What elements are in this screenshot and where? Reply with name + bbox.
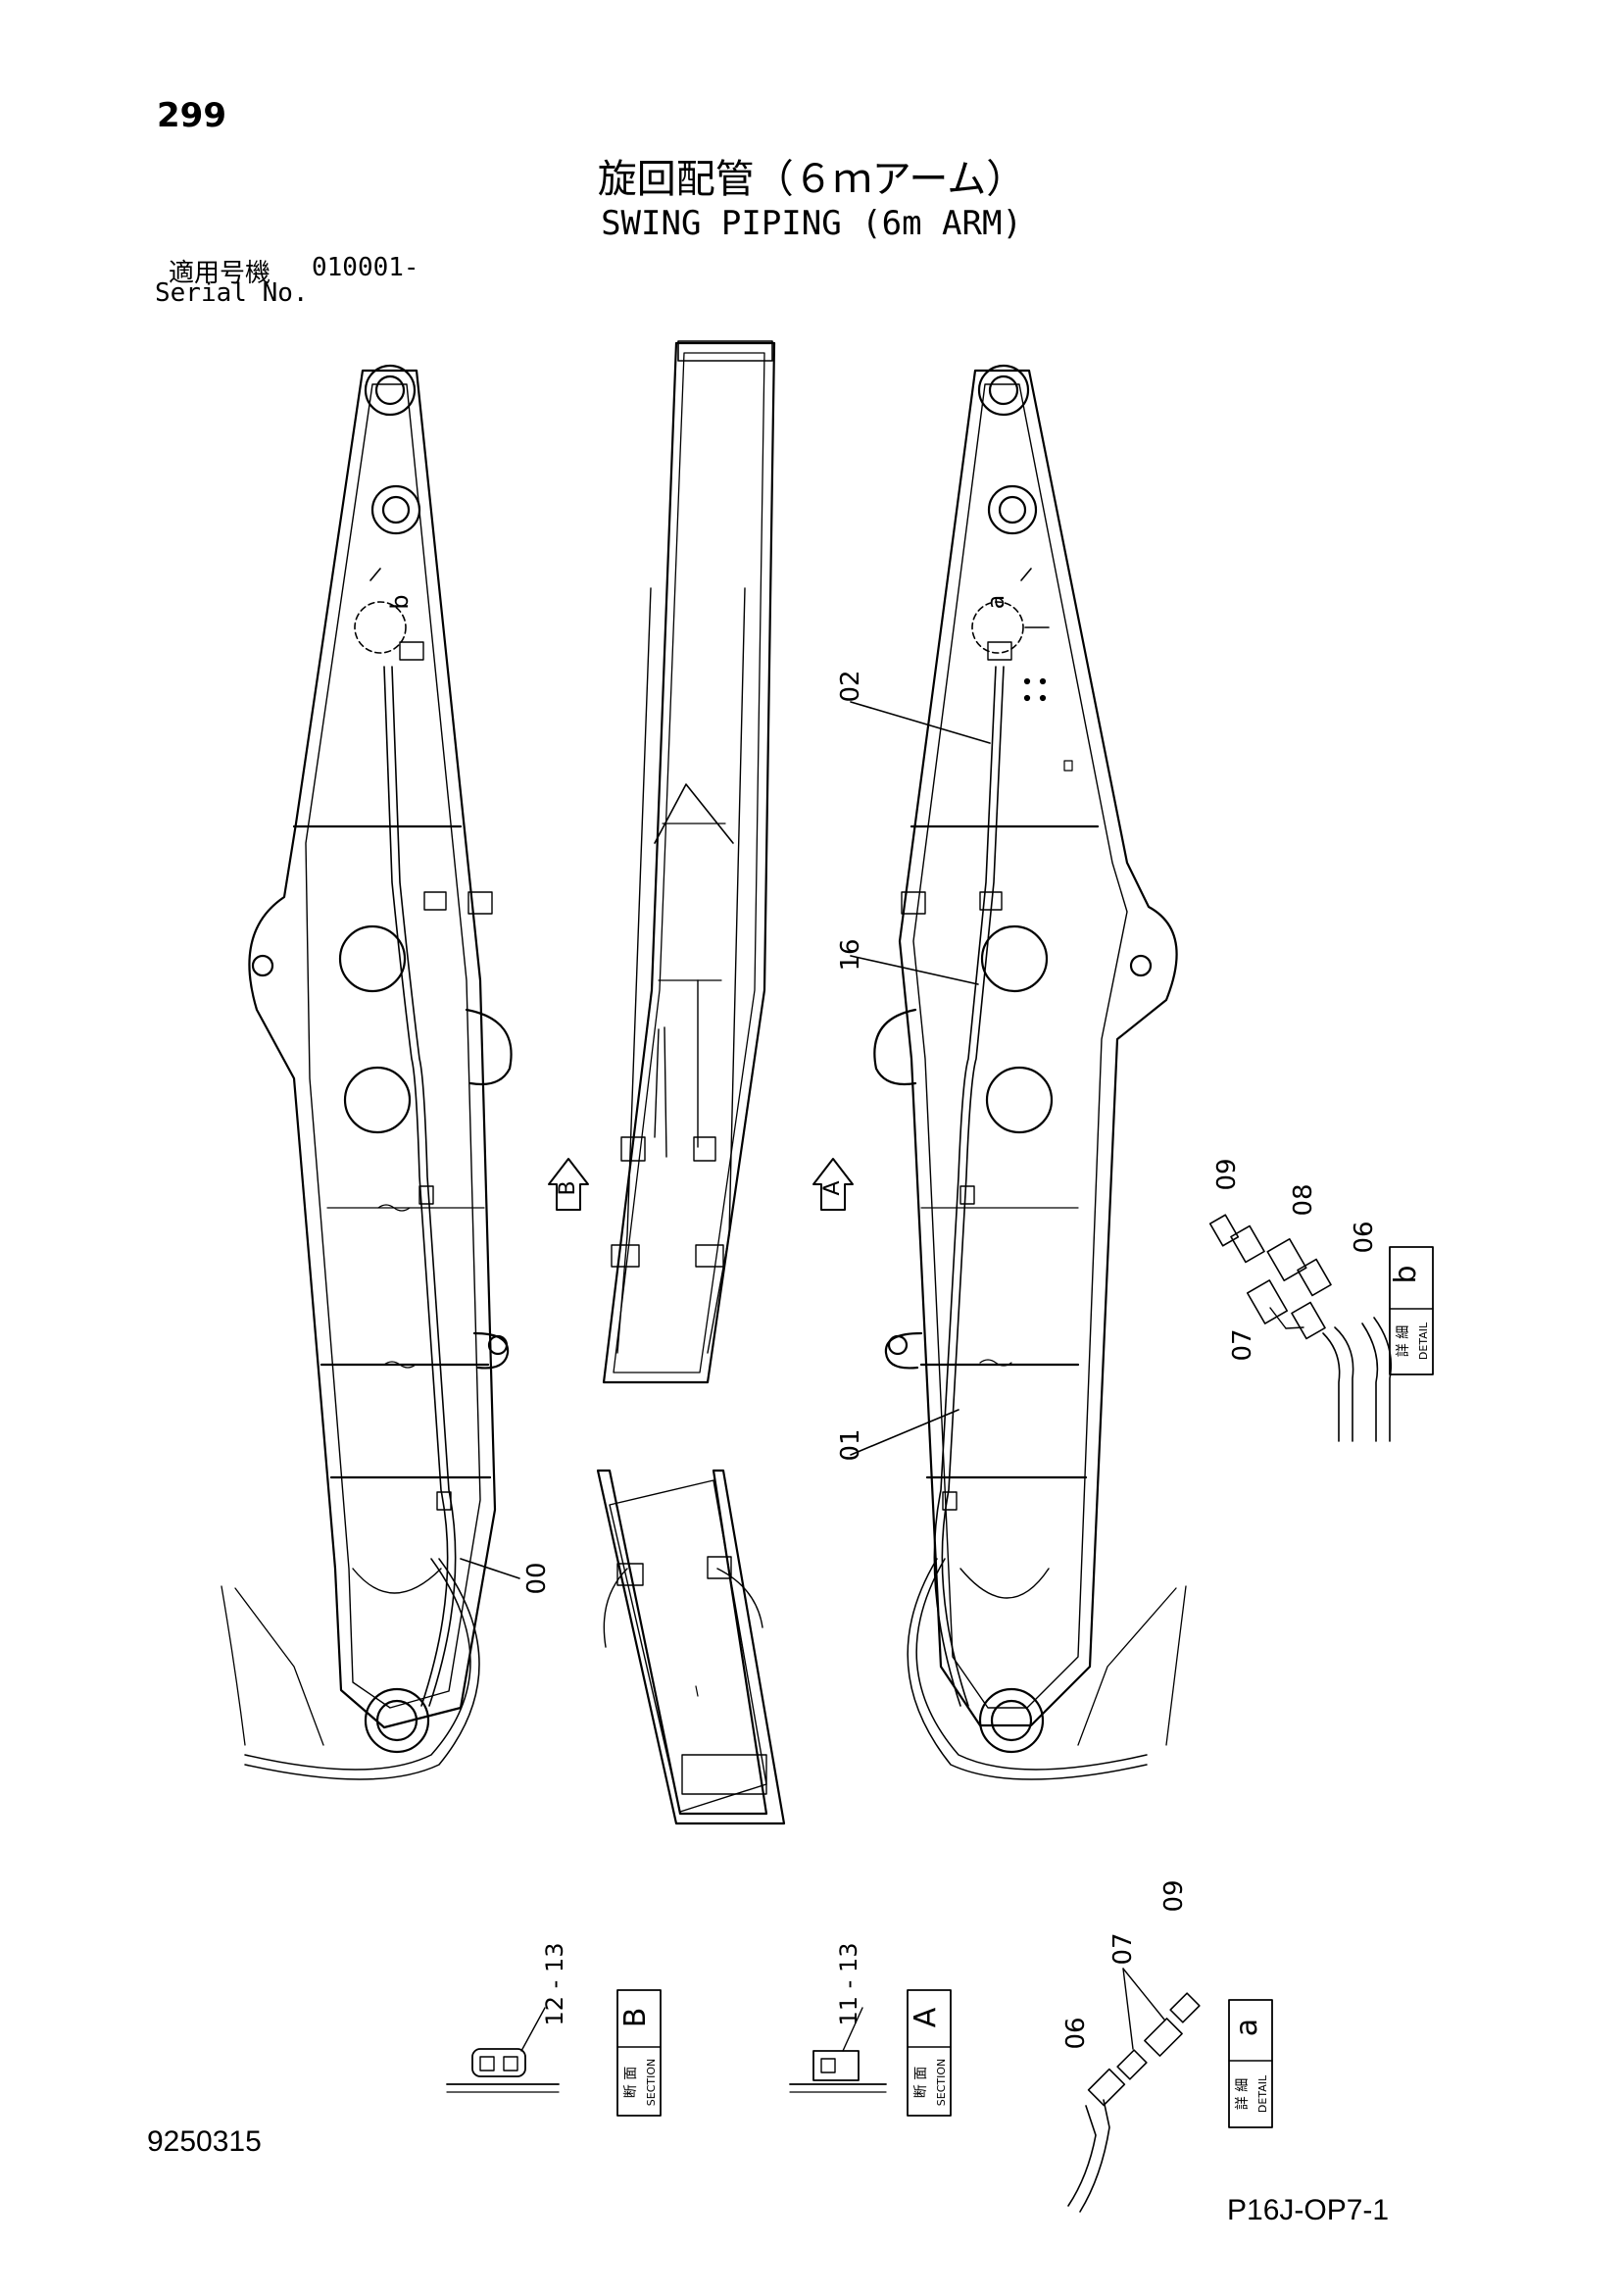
section-b-drawing <box>446 1989 662 2117</box>
serial-label-english: Serial No. <box>155 278 309 308</box>
page-number: 299 <box>157 96 226 135</box>
detail-a-label-jp: 詳 細 <box>1235 2078 1251 2110</box>
detail-b-callout-07: 07 <box>1228 1328 1257 1361</box>
detail-b-circle-letter: b <box>386 594 414 609</box>
callout-01: 01 <box>836 1428 865 1461</box>
page-code: P16J-OP7-1 <box>1227 2194 1390 2226</box>
section-a-parts: 11 - 13 <box>835 1943 862 2026</box>
detail-a-drawing <box>1067 1968 1273 2213</box>
title-japanese: 旋回配管（６ｍアーム） <box>597 157 1026 202</box>
title-english: SWING PIPING (6m ARM) <box>601 204 1022 243</box>
serial-label-japanese: 適用号機 <box>169 259 271 288</box>
detail-b-callout-08: 08 <box>1289 1183 1318 1216</box>
detail-b-callout-06: 06 <box>1350 1221 1379 1253</box>
detail-b-label-en: DETAIL <box>1417 1322 1430 1360</box>
detail-a-callout-07: 07 <box>1108 1932 1138 1965</box>
detail-a-label-en: DETAIL <box>1256 2074 1269 2113</box>
center-bottom-view <box>596 1469 786 1825</box>
detail-b-label-jp: 詳 細 <box>1396 1325 1411 1357</box>
center-top-view <box>602 340 776 1384</box>
detail-a-letter: a <box>1230 2019 1264 2036</box>
view-arrow-a <box>812 1158 854 1211</box>
serial-value: 010001- <box>312 253 419 282</box>
arrow-b-letter: B <box>556 1180 580 1195</box>
detail-a-callout-06: 06 <box>1061 2017 1091 2049</box>
section-b-letter: B <box>618 2008 653 2028</box>
arrow-a-letter: A <box>820 1180 845 1195</box>
section-a-label-en: SECTION <box>935 2059 948 2106</box>
document-number: 9250315 <box>147 2125 262 2158</box>
callout-02: 02 <box>836 670 865 702</box>
section-a-letter: A <box>909 2007 943 2027</box>
section-a-label-jp: 断 面 <box>913 2067 929 2098</box>
section-b-parts: 12 - 13 <box>541 1943 568 2026</box>
right-arm-view <box>873 364 1187 1780</box>
detail-a-callout-09: 09 <box>1159 1879 1189 1912</box>
section-a-drawing <box>789 1989 952 2117</box>
callout-00: 00 <box>522 1562 552 1594</box>
left-arm-view <box>221 364 513 1780</box>
section-b-label-jp: 断 面 <box>623 2067 639 2098</box>
detail-b-letter: b <box>1389 1265 1423 1283</box>
callout-16: 16 <box>836 938 865 971</box>
view-arrow-b <box>548 1158 589 1211</box>
detail-b-marker <box>354 601 407 654</box>
section-b-label-en: SECTION <box>645 2059 658 2106</box>
detail-b-callout-09: 09 <box>1212 1158 1242 1190</box>
detail-b-drawing <box>1208 1214 1434 1442</box>
detail-a-circle-letter: a <box>982 595 1009 610</box>
detail-a-marker <box>971 601 1024 654</box>
